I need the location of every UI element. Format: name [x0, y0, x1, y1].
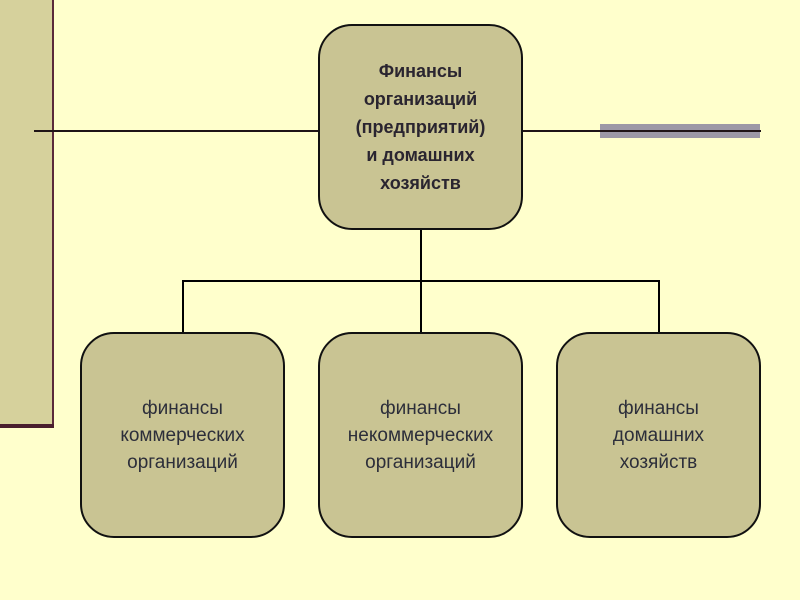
node-noncommercial-line-3: организаций — [365, 451, 476, 473]
node-root-line-2: организаций — [363, 89, 478, 109]
node-households-line-3: хозяйств — [619, 451, 698, 473]
connector-middle-down — [420, 280, 422, 332]
node-commercial-line-1: финансы — [142, 397, 223, 419]
side-band-bottom-rule — [0, 424, 54, 428]
node-households-label: финансы домашних хозяйств — [605, 395, 712, 476]
node-households: финансы домашних хозяйств — [556, 332, 761, 538]
connector-right-down — [658, 280, 660, 332]
connector-left-down — [182, 280, 184, 332]
node-noncommercial-label: финансы некоммерческих организаций — [340, 395, 501, 476]
node-households-line-2: домашних — [612, 424, 705, 446]
header-accent-line — [600, 130, 761, 132]
node-noncommercial: финансы некоммерческих организаций — [318, 332, 523, 538]
node-commercial-line-3: организаций — [127, 451, 238, 473]
node-root: Финансы организаций (предприятий) и дома… — [318, 24, 523, 230]
node-noncommercial-line-2: некоммерческих — [347, 424, 494, 446]
node-commercial-line-2: коммерческих — [120, 424, 245, 446]
node-root-label: Финансы организаций (предприятий) и дома… — [348, 57, 494, 197]
node-root-line-4: и домашних — [366, 145, 475, 165]
side-band-divider — [52, 0, 54, 426]
node-commercial: финансы коммерческих организаций — [80, 332, 285, 538]
node-root-line-3: (предприятий) — [355, 117, 486, 137]
node-root-line-5: хозяйств — [380, 173, 461, 193]
node-noncommercial-line-1: финансы — [380, 397, 461, 419]
side-band — [0, 0, 52, 425]
connector-root-down — [420, 228, 422, 282]
node-households-line-1: финансы — [618, 397, 699, 419]
node-root-line-1: Финансы — [378, 61, 463, 81]
node-commercial-label: финансы коммерческих организаций — [112, 395, 252, 476]
